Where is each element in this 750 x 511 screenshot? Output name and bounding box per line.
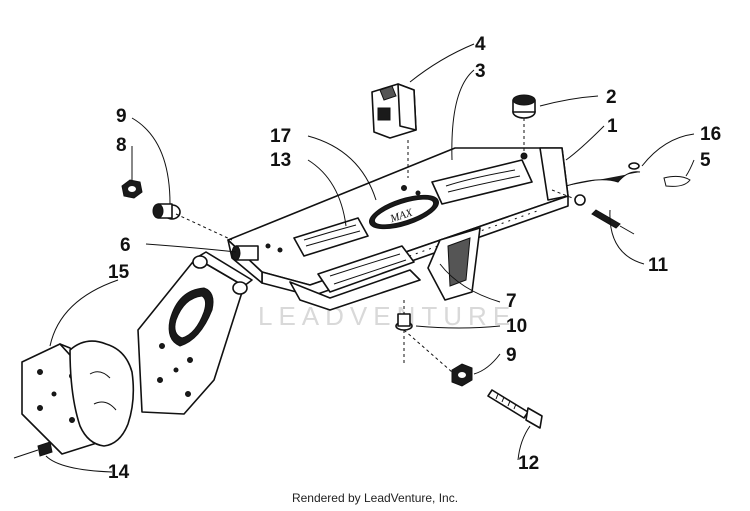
callout-2: 2: [606, 87, 617, 108]
decal-13: [293, 217, 369, 257]
callout-11: 11: [648, 255, 669, 276]
callout-4: 4: [475, 34, 486, 55]
leader-13: [307, 159, 347, 227]
decal-7: [317, 245, 415, 293]
leader-16: [641, 133, 695, 167]
leader-2: [539, 95, 599, 107]
callout-9-upper: 9: [116, 106, 127, 127]
decal-3: [431, 159, 533, 205]
part-6-hinge: [231, 245, 259, 261]
leader-1: [565, 125, 605, 161]
callout-13: 13: [270, 150, 291, 171]
callout-7: 7: [506, 291, 517, 312]
leader-10: [415, 325, 501, 329]
part-16-lanyard: [565, 162, 641, 187]
leader-11: [609, 209, 645, 265]
part-14-bolt: [13, 441, 53, 459]
callout-16: 16: [700, 124, 721, 145]
callout-12: 12: [518, 453, 539, 474]
callout-1: 1: [607, 116, 618, 137]
leader-4: [409, 43, 475, 83]
part-15-bracket: [137, 251, 253, 415]
leader-14: [45, 455, 113, 473]
leader-3: [451, 69, 475, 161]
part-5-clip: [663, 175, 691, 187]
leader-9-lower: [473, 353, 501, 375]
part-9-spacer-upper: [152, 203, 233, 241]
leader-17: [307, 135, 377, 201]
part-8-nut: [121, 179, 143, 199]
leader-7: [439, 263, 501, 303]
footer-credit: Rendered by LeadVenture, Inc.: [291, 491, 459, 505]
part-4-bottle: [371, 83, 417, 178]
part-2-bumper: [512, 94, 536, 160]
callout-labels: 4 3 2 1 16 5 11 17 13 9 8 6 15 7 10 9 12…: [108, 34, 721, 483]
callout-17: 17: [270, 126, 291, 147]
irregular-plate: [69, 340, 135, 447]
watermark: LEADVENTURE: [258, 301, 516, 331]
leader-5: [685, 159, 695, 177]
leader-lines: [45, 43, 695, 473]
callout-10: 10: [506, 316, 527, 337]
callout-3: 3: [475, 61, 486, 82]
callout-8: 8: [116, 135, 127, 156]
callout-14: 14: [108, 462, 130, 483]
leader-9-upper: [131, 117, 171, 205]
callout-9-lower: 9: [506, 345, 517, 366]
part-11-pin: [551, 189, 635, 235]
callout-15: 15: [108, 262, 130, 283]
leader-12: [517, 425, 531, 461]
leader-6: [145, 243, 237, 253]
part-12-bolt: [487, 389, 543, 429]
leader-15: [49, 279, 119, 347]
logo-badge-17: MAX: [369, 194, 439, 230]
part-9-spacer-lower: [403, 329, 473, 387]
callout-6: 6: [120, 235, 131, 256]
callout-5: 5: [700, 150, 711, 171]
